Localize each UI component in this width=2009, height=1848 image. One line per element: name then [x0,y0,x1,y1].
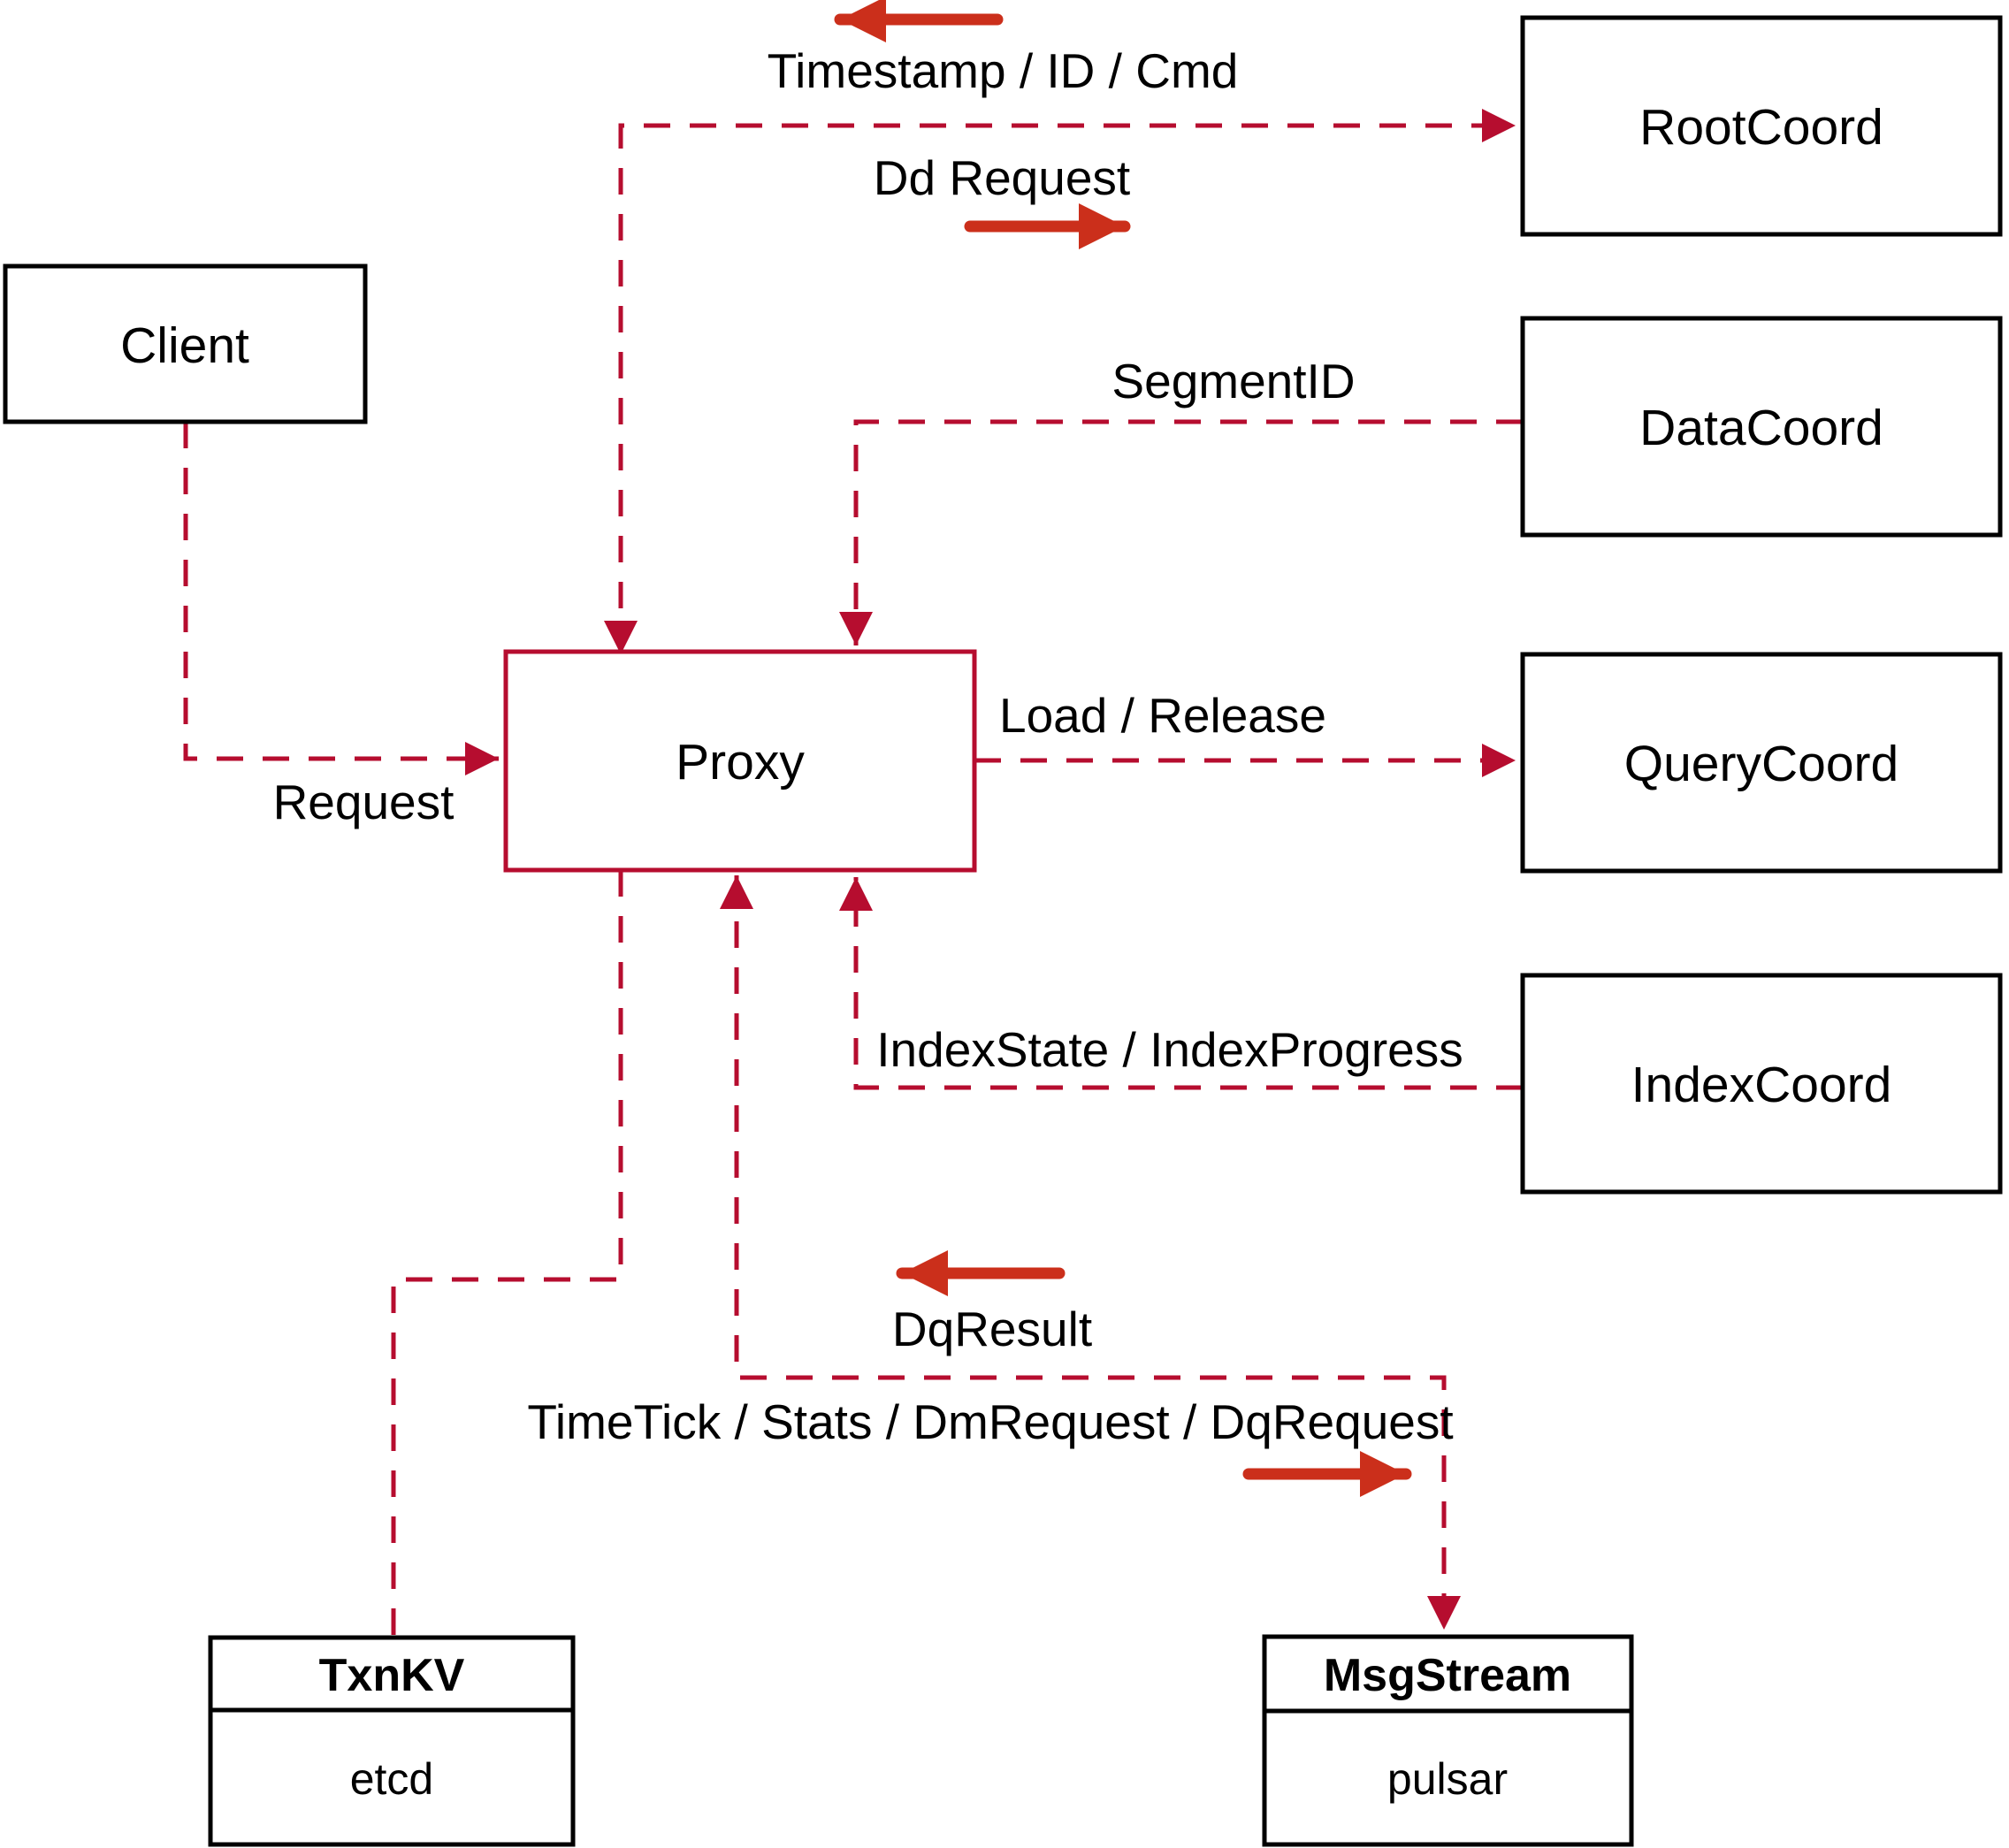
querycoord-node-label: QueryCoord [1624,736,1898,792]
proxy-node [503,649,977,873]
edge-label-timestamp: Timestamp / ID / Cmd [768,43,1239,98]
txnkv-node-subtitle: etcd [350,1754,434,1804]
edge-proxy-rootcoord [604,109,1516,654]
edge-label-load-release: Load / Release [999,688,1326,743]
edge-proxy-txnkv [391,870,623,1638]
edge-label-dd-request: Dd Request [874,150,1130,205]
edge-label-segment-id: SegmentID [1111,354,1355,409]
rootcoord-node [1520,15,2003,237]
querycoord-node [1520,652,2003,874]
indexcoord-node [1520,973,2003,1195]
edge-label-timetick: TimeTick / Stats / DmRequest / DqRequest [527,1394,1453,1449]
txnkv-node-title: TxnKV [319,1650,465,1701]
edge-label-request: Request [273,775,455,829]
datacoord-node [1520,316,2003,538]
edge-datacoord-proxy [839,419,1523,645]
msgstream-node-title: MsgStream [1324,1650,1571,1701]
msgstream-node [1262,1634,1634,1847]
proxy-node-label: Proxy [676,734,805,790]
client-node-label: Client [120,317,249,374]
edge-client-proxy [183,422,499,775]
indexcoord-node-label: IndexCoord [1631,1057,1892,1113]
msgstream-node-subtitle: pulsar [1387,1754,1508,1804]
edge-label-dq-result: DqResult [892,1302,1092,1356]
datacoord-node-label: DataCoord [1639,400,1883,456]
client-node [3,263,368,424]
edge-label-index-state: IndexState / IndexProgress [876,1022,1463,1077]
rootcoord-node-label: RootCoord [1639,99,1883,156]
txnkv-node [208,1635,576,1847]
edge-proxy-msgstream [720,875,1461,1630]
